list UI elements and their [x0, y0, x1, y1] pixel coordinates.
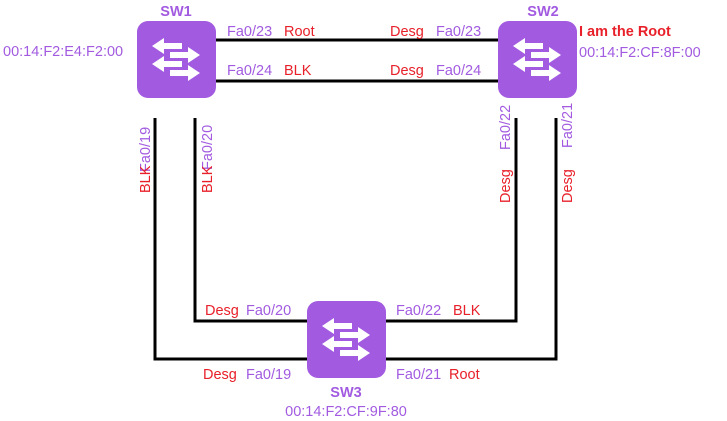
link-sw1-sw3-fa020: [193, 118, 308, 323]
switch-mac: 00:14:F2:E4:F2:00: [3, 44, 123, 60]
port-role: Desg: [498, 169, 514, 203]
port-label: Fa0/21: [560, 103, 576, 148]
link-sw2-sw3-fa022: [386, 118, 518, 323]
port-label: Fa0/19: [246, 367, 291, 383]
port-role: Root: [449, 367, 480, 383]
port-role: Desg: [390, 63, 424, 79]
port-label: Fa0/22: [498, 105, 514, 150]
port-label: Fa0/22: [396, 303, 441, 319]
link-sw1-sw3-fa019: [153, 118, 308, 361]
port-role: Desg: [560, 169, 576, 203]
port-role: BLK: [138, 165, 154, 193]
root-bridge-note: I am the Root: [579, 24, 671, 40]
port-role: BLK: [284, 63, 312, 79]
port-labels: Fa0/23 Root Fa0/24 BLK Desg Fa0/23 Desg …: [138, 24, 576, 383]
port-label: Fa0/23: [227, 24, 272, 40]
port-label: Fa0/24: [436, 63, 481, 79]
port-label: Fa0/19: [138, 127, 154, 172]
switch-name: SW3: [330, 385, 361, 401]
switch-sw3[interactable]: SW3 00:14:F2:CF:9F:80: [285, 301, 407, 420]
port-role: BLK: [453, 303, 481, 319]
port-label: Fa0/21: [396, 367, 441, 383]
port-role: Desg: [203, 367, 237, 383]
switch-body: [137, 21, 216, 98]
port-role: Root: [284, 24, 315, 40]
switch-sw2[interactable]: SW2 I am the Root 00:14:F2:CF:8F:00: [498, 4, 701, 98]
port-role: Desg: [390, 24, 424, 40]
port-label: Fa0/23: [436, 24, 481, 40]
switch-body: [307, 301, 386, 378]
switch-mac: 00:14:F2:CF:9F:80: [285, 404, 407, 420]
switch-sw1[interactable]: SW1 00:14:F2:E4:F2:00: [3, 4, 216, 98]
port-label: Fa0/20: [246, 303, 291, 319]
port-role: Desg: [205, 303, 239, 319]
link-sw2-sw3-fa021: [386, 118, 558, 361]
switch-mac: 00:14:F2:CF:8F:00: [579, 45, 701, 61]
port-role: BLK: [200, 165, 216, 193]
port-label: Fa0/20: [200, 125, 216, 170]
port-label: Fa0/24: [227, 63, 272, 79]
switch-body: [498, 21, 577, 98]
switch-name: SW2: [527, 4, 558, 20]
links: [153, 38, 558, 361]
switch-name: SW1: [160, 4, 191, 20]
